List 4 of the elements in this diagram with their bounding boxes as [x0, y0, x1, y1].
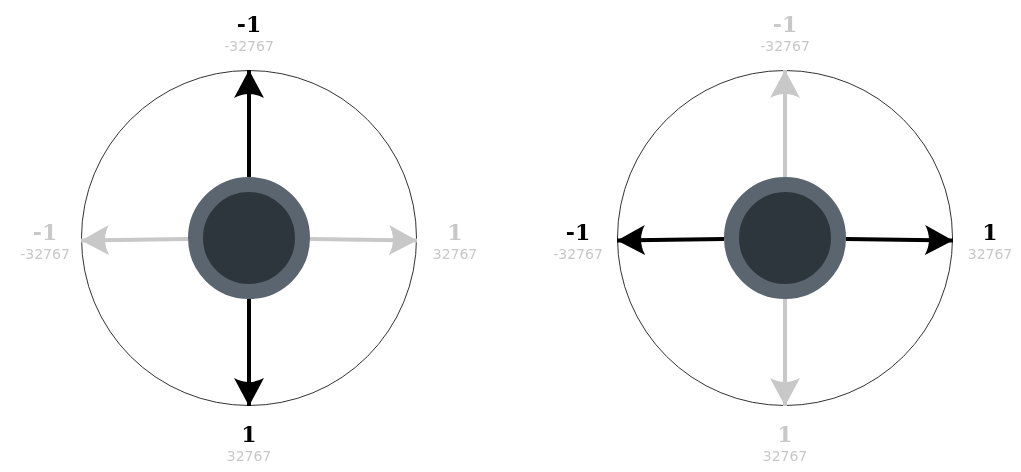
axis-value: -1	[565, 219, 591, 244]
axis-value: 1	[982, 219, 998, 244]
axis-value: 1	[241, 421, 257, 446]
axis-value: -1	[236, 11, 262, 36]
